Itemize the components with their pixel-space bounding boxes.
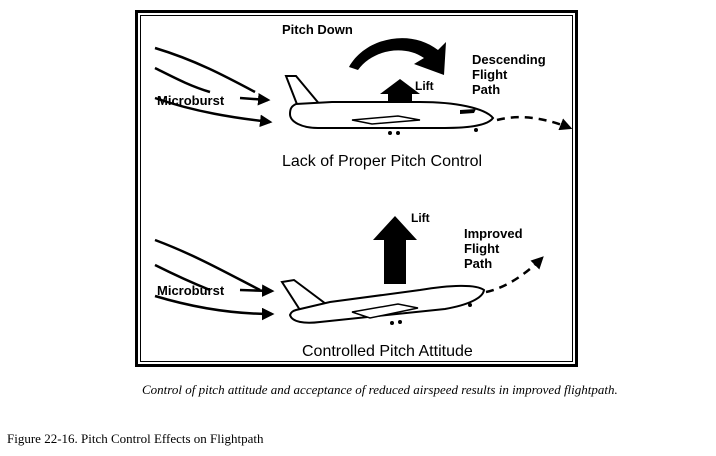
pitch-down-arrow-icon: [349, 38, 446, 75]
improved-flight-path-label: Path: [464, 256, 492, 271]
top-microburst-arrow: [154, 96, 273, 128]
top-panel-title: Lack of Proper Pitch Control: [282, 153, 482, 170]
descending-flight-path-label: Path: [472, 82, 500, 97]
bottom-panel-title: Controlled Pitch Attitude: [302, 343, 473, 360]
figure-title: Figure 22-16. Pitch Control Effects on F…: [7, 431, 264, 446]
top-lift-arrow-icon: [380, 79, 420, 106]
diagram-outer-frame: [135, 10, 578, 367]
bottom-microburst-arrow: [239, 284, 275, 297]
top-microburst-wind-line: [154, 66, 211, 94]
top-microburst-arrow: [239, 93, 271, 106]
top-microburst-wind-line: [154, 46, 256, 94]
figure-caption: Control of pitch attitude and acceptance…: [142, 382, 618, 397]
improved-flight-path-label: Improved: [464, 226, 523, 241]
bottom-panel: Lift Improved Flight Path Microburst Con…: [154, 211, 544, 360]
bottom-lift-label: Lift: [411, 211, 430, 225]
top-microburst-label: Microburst: [157, 93, 225, 108]
bottom-microburst-wind-line: [154, 263, 211, 292]
top-lift-label: Lift: [415, 79, 434, 93]
improved-flight-path-label: Flight: [464, 241, 500, 256]
top-panel: Pitch Down Lift Descending Flight Path M…: [154, 22, 573, 170]
bottom-lift-arrow-icon: [373, 216, 417, 284]
bottom-microburst-wind-line: [154, 238, 261, 292]
descending-flight-path-line: [496, 115, 573, 131]
pitch-down-label: Pitch Down: [282, 22, 353, 37]
top-airplane-icon: [284, 75, 495, 135]
bottom-microburst-label: Microburst: [157, 283, 225, 298]
bottom-microburst-arrow: [154, 294, 275, 321]
bottom-airplane-icon: [280, 278, 486, 325]
descending-flight-path-label: Descending: [472, 52, 546, 67]
descending-flight-path-label: Flight: [472, 67, 508, 82]
diagram-inner-frame: [140, 15, 573, 362]
improved-flight-path-line: [485, 256, 544, 294]
